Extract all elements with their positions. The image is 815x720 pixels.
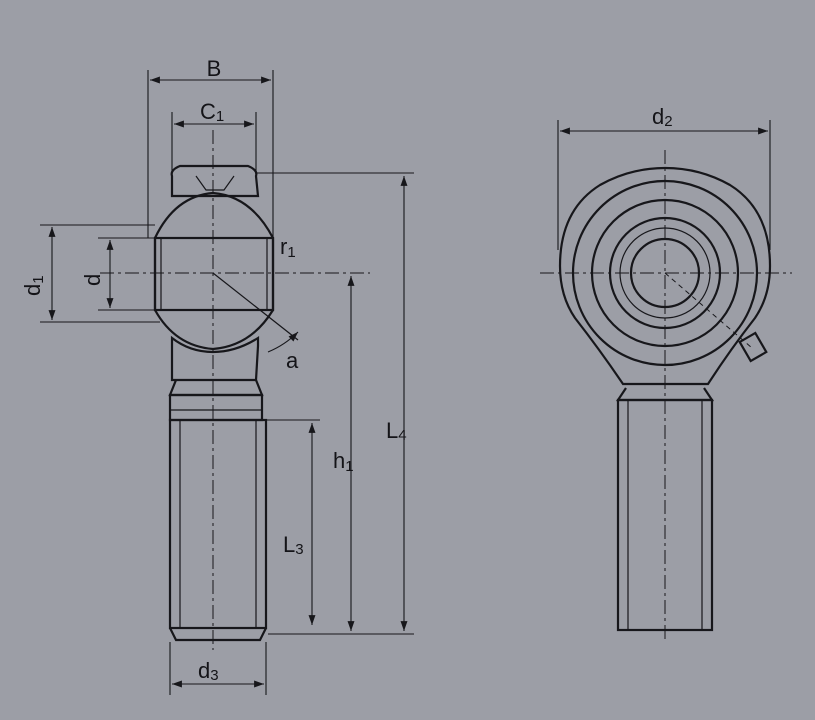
label-d: d [80, 274, 105, 286]
lube-fitting [738, 331, 768, 363]
dimension-B: B [147, 56, 274, 238]
dimension-L3: L3 [266, 419, 320, 625]
label-h1: h1 [333, 448, 354, 475]
dimension-h1: h1 [333, 276, 355, 631]
label-a: a [286, 348, 299, 373]
side-section-view: B C1 d1 d r1 a [20, 56, 414, 695]
housing-neck-section [168, 335, 264, 397]
label-L3: L3 [283, 532, 304, 558]
label-r1: r1 [280, 234, 296, 261]
angle-a-arc [267, 331, 299, 353]
label-d3: d3 [198, 658, 219, 684]
dimension-d1: d1 [20, 224, 160, 323]
dimension-d: d [80, 237, 155, 311]
dimension-L4: L4 [256, 172, 414, 635]
label-B: B [207, 56, 222, 81]
label-C1: C1 [200, 99, 224, 125]
angle-leg [212, 272, 299, 341]
dimension-C1: C1 [171, 99, 257, 176]
label-d1: d1 [20, 275, 47, 296]
housing-top-section [170, 164, 260, 198]
label-L4: L4 [386, 418, 407, 444]
dimension-d3: d3 [169, 642, 267, 695]
lube-channel [664, 272, 753, 349]
label-d2: d2 [652, 104, 673, 130]
ball-section [153, 191, 275, 351]
dimension-d2: d2 [557, 104, 771, 250]
shank-body [168, 393, 268, 642]
front-view: d2 [540, 104, 792, 640]
